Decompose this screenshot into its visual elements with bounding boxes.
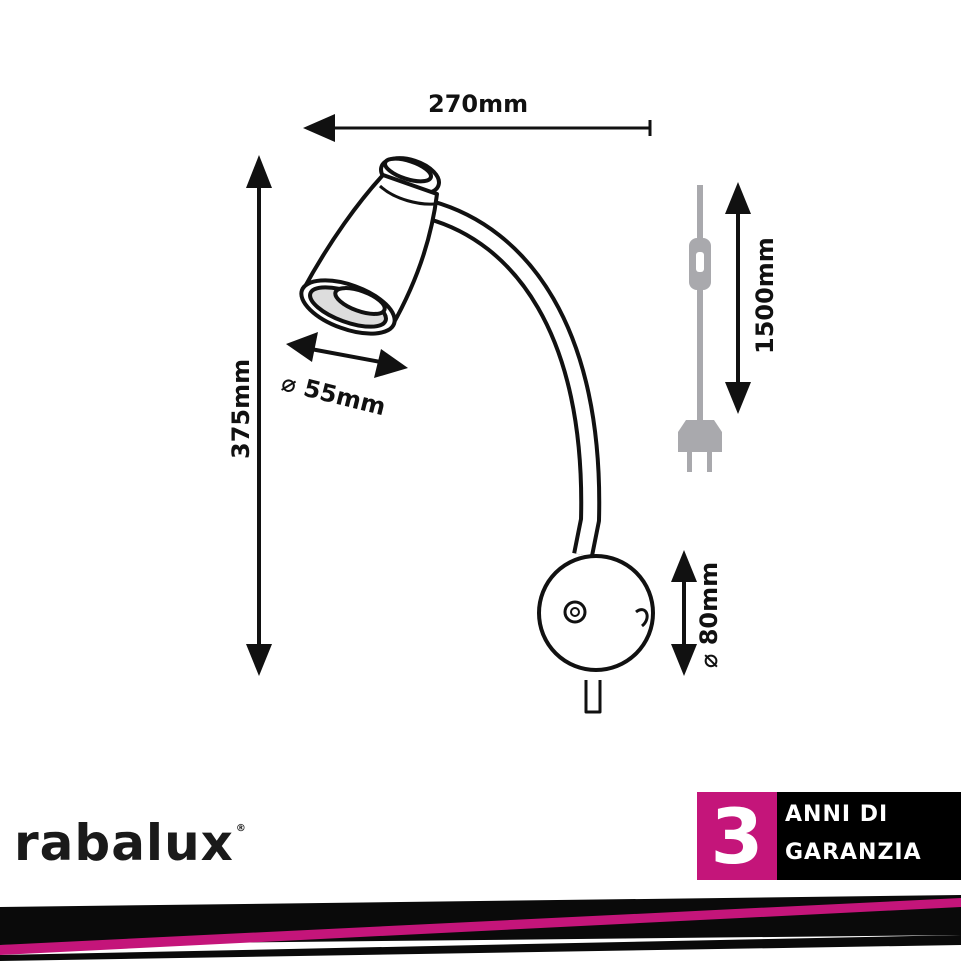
warranty-years: 3 <box>697 792 777 881</box>
warranty-line-2: GARANZIA <box>785 840 922 865</box>
registered-mark: ® <box>235 823 247 834</box>
base-diameter-arrow <box>671 550 697 676</box>
cable-length-label: 1500mm <box>751 237 779 354</box>
height-dimension-arrow <box>246 155 272 676</box>
head-diameter-arrow <box>286 332 408 378</box>
base-diameter-label: ⌀ 80mm <box>695 561 723 669</box>
brand-name: rabalux <box>14 814 234 872</box>
warranty-badge: 3 ANNI DI GARANZIA <box>697 792 961 881</box>
lamp-icon <box>299 156 655 714</box>
cable-length-arrow <box>725 182 751 414</box>
warranty-line-1: ANNI DI <box>785 802 889 827</box>
width-dimension-arrow <box>303 114 652 142</box>
width-label: 270mm <box>428 90 529 118</box>
footer-stripe <box>0 895 961 961</box>
plug-icon <box>678 185 722 472</box>
height-label: 375mm <box>227 358 255 459</box>
brand-logo: rabalux® <box>14 818 247 868</box>
